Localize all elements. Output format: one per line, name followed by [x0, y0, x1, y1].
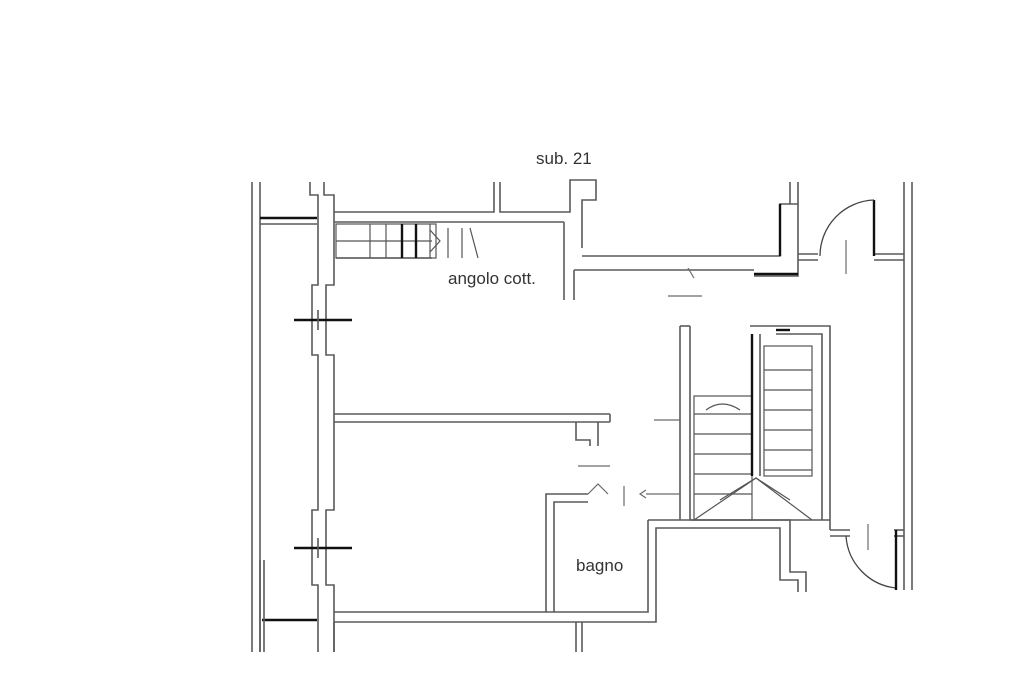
label-bagno: bagno: [576, 556, 623, 575]
top-corridor: [334, 179, 799, 300]
bathroom: [333, 483, 904, 652]
left-outer-wall: [251, 182, 317, 652]
middle-partition: [334, 413, 680, 467]
right-outer-wall: [798, 182, 913, 590]
left-bearing-wall: [294, 182, 352, 652]
label-sub: sub. 21: [536, 149, 592, 168]
small-staircase: [335, 223, 479, 259]
label-angolo-cott: angolo cott.: [448, 269, 536, 288]
main-staircase: [648, 325, 831, 530]
corridor-door-mark: [668, 267, 702, 297]
